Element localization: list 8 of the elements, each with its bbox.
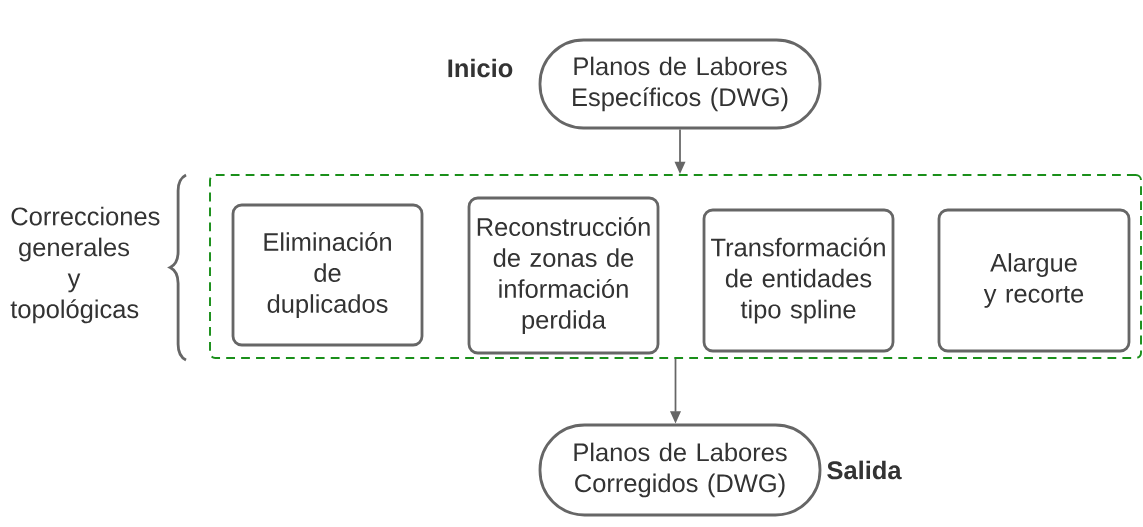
process-box: Reconstrucción de zonas de información perdida — [467, 196, 660, 355]
beside-label: Inicio — [448, 58, 513, 78]
process-box: Alargue y recorte — [937, 208, 1131, 353]
dashed-group-frame — [209, 174, 1142, 359]
process-box: Eliminación de duplicados — [231, 203, 424, 347]
beside-label: Salida — [827, 460, 902, 480]
process-box: Transformación de entidades tipo spline — [702, 208, 895, 353]
group-label: Correcciones generales y topológicas — [10, 206, 160, 324]
